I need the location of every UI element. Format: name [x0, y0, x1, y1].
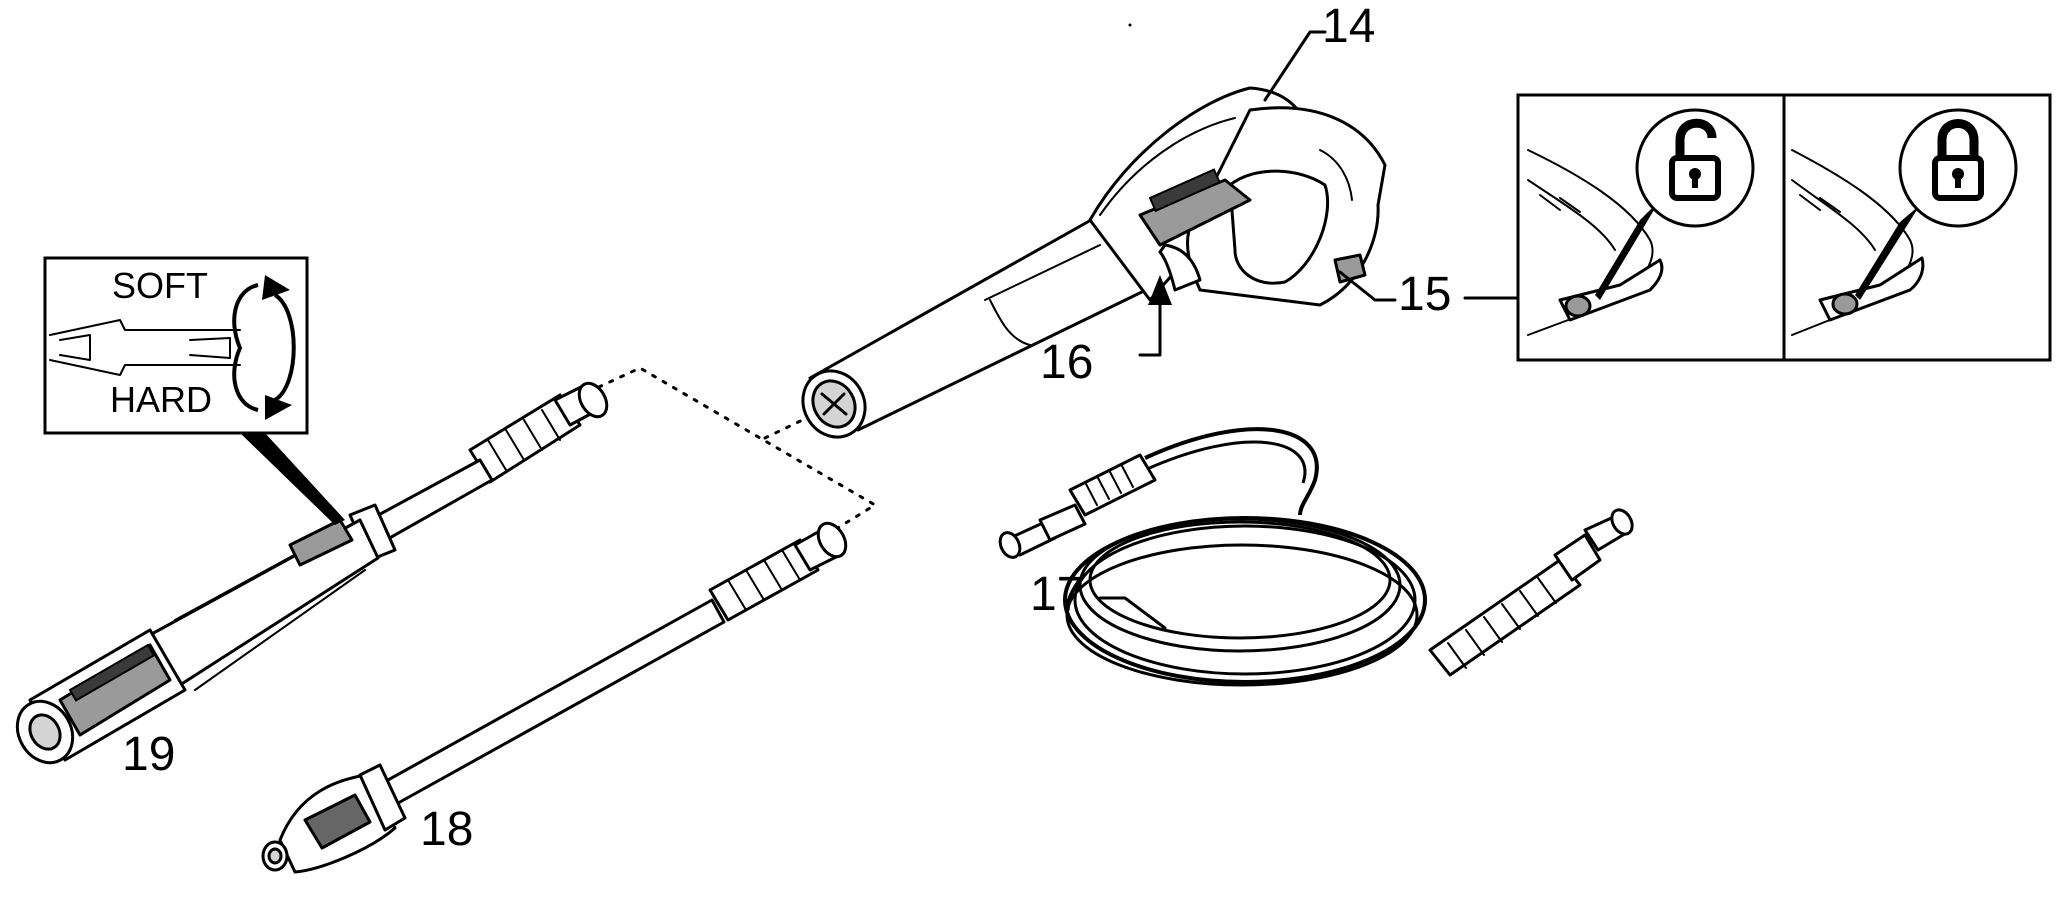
- vario-power-spray-lance: [15, 381, 609, 765]
- hard-label: HARD: [110, 379, 212, 420]
- rotate-hard-arrow-icon: [265, 395, 292, 420]
- trigger-gun: [801, 86, 1387, 439]
- inset-pointer: [240, 433, 345, 525]
- arrow-heads: [1148, 275, 1172, 305]
- callout-15: 15: [1398, 268, 1451, 321]
- trigger-arrow: [1148, 275, 1172, 305]
- hose-left-connector: [998, 453, 1157, 559]
- callout-19: 19: [122, 728, 175, 781]
- connection-dotted-lines: [586, 366, 878, 550]
- callout-18: 18: [420, 803, 473, 856]
- high-pressure-hose: [998, 427, 1634, 687]
- callout-14: 14: [1322, 0, 1375, 53]
- soft-label: SOFT: [112, 265, 208, 306]
- lock-panel-unlocked: [1527, 108, 1755, 336]
- rotate-soft-arrow-icon: [262, 275, 290, 300]
- nozzle-adjust-inset: SOFT HARD: [43, 256, 345, 525]
- hose-right-connector: [1428, 508, 1634, 677]
- safety-lock-inset: [1516, 93, 2052, 362]
- lock-panel-locked: [1791, 108, 2018, 336]
- callout-16: 16: [1040, 336, 1093, 389]
- dirt-blaster-lance: [261, 521, 848, 874]
- nozzle-inset-frame: [43, 256, 309, 435]
